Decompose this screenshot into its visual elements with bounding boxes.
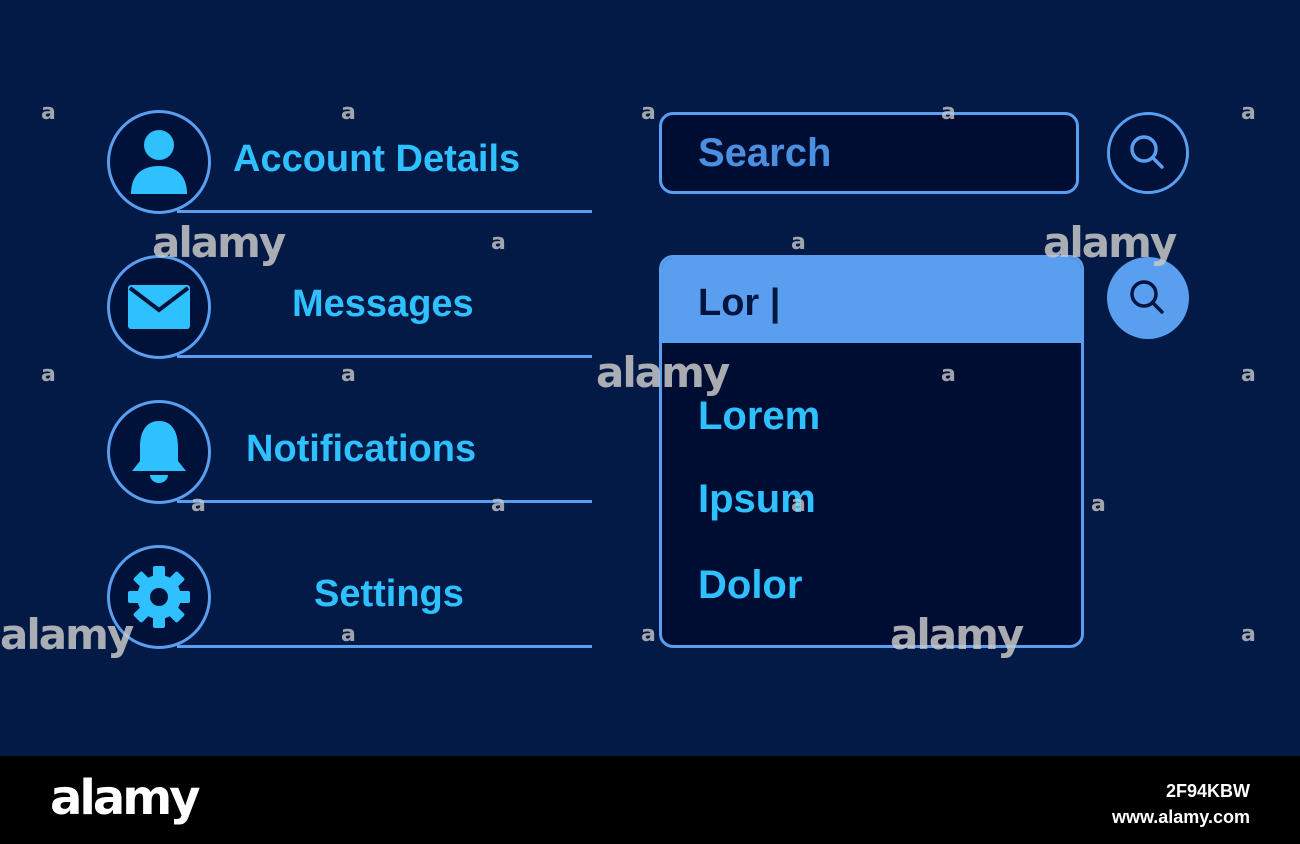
autocomplete-input[interactable]: Lor | bbox=[662, 258, 1081, 343]
footer-bar: alamy 2F94KBW www.alamy.com bbox=[0, 756, 1300, 844]
ui-kit-canvas: Account Details Messages Notifications bbox=[0, 100, 1256, 659]
watermark-letter: a bbox=[191, 492, 206, 517]
watermark-letter: a bbox=[941, 100, 956, 125]
autocomplete-dropdown: Lor | Lorem Ipsum Dolor bbox=[659, 255, 1084, 648]
user-icon bbox=[131, 130, 187, 194]
menu-label-messages: Messages bbox=[292, 283, 474, 325]
watermark: alamy bbox=[1043, 218, 1177, 267]
watermark-letter: a bbox=[341, 362, 356, 387]
watermark-letter: a bbox=[1241, 622, 1256, 647]
watermark-letter: a bbox=[1241, 362, 1256, 387]
menu-divider bbox=[177, 500, 592, 503]
account-details-icon-circle bbox=[107, 110, 211, 214]
footer-logo: alamy bbox=[50, 770, 201, 826]
envelope-icon bbox=[128, 285, 190, 329]
watermark-letter: a bbox=[1241, 100, 1256, 125]
search-placeholder: Search bbox=[698, 131, 832, 175]
search-button-active[interactable] bbox=[1107, 257, 1189, 339]
menu-item-messages[interactable]: Messages bbox=[107, 255, 592, 360]
bell-icon bbox=[132, 421, 186, 483]
site-url: www.alamy.com bbox=[1111, 807, 1250, 827]
menu-divider bbox=[177, 210, 592, 213]
messages-icon-circle bbox=[107, 255, 211, 359]
watermark: alamy bbox=[596, 348, 730, 397]
watermark-letter: a bbox=[941, 362, 956, 387]
watermark-letter: a bbox=[641, 622, 656, 647]
image-id: 2F94KBW bbox=[1165, 781, 1250, 801]
menu-label-notifications: Notifications bbox=[246, 428, 477, 470]
dropdown-option-dolor[interactable]: Dolor bbox=[698, 563, 803, 607]
watermark-letter: a bbox=[341, 622, 356, 647]
menu-divider bbox=[177, 355, 592, 358]
watermark-letter: a bbox=[791, 230, 806, 255]
menu-item-notifications[interactable]: Notifications bbox=[107, 400, 592, 505]
search-icon bbox=[1130, 280, 1164, 314]
watermark: alamy bbox=[0, 610, 134, 659]
footer-info: 2F94KBW www.alamy.com bbox=[1112, 778, 1250, 830]
watermark-letter: a bbox=[41, 362, 56, 387]
menu-label-settings: Settings bbox=[314, 573, 464, 615]
search-button[interactable] bbox=[1107, 112, 1189, 194]
gear-icon bbox=[128, 566, 190, 628]
watermark-letter: a bbox=[1091, 492, 1106, 517]
search-icon bbox=[1130, 135, 1164, 169]
watermark-letter: a bbox=[41, 100, 56, 125]
watermark-letter: a bbox=[641, 100, 656, 125]
search-input[interactable]: Search bbox=[659, 112, 1079, 194]
menu-item-settings[interactable]: Settings bbox=[107, 545, 592, 650]
watermark-letter: a bbox=[491, 492, 506, 517]
notifications-icon-circle bbox=[107, 400, 211, 504]
menu-item-account-details[interactable]: Account Details bbox=[107, 110, 592, 215]
watermark-letter: a bbox=[491, 230, 506, 255]
watermark: alamy bbox=[890, 610, 1024, 659]
watermark: alamy bbox=[152, 218, 286, 267]
watermark-letter: a bbox=[791, 492, 806, 517]
menu-divider bbox=[177, 645, 592, 648]
autocomplete-input-value: Lor | bbox=[698, 282, 781, 324]
dropdown-option-ipsum[interactable]: Ipsum bbox=[698, 477, 816, 521]
menu-label-account-details: Account Details bbox=[233, 138, 521, 180]
settings-icon-circle bbox=[107, 545, 211, 649]
dropdown-option-lorem[interactable]: Lorem bbox=[698, 394, 821, 438]
watermark-letter: a bbox=[341, 100, 356, 125]
